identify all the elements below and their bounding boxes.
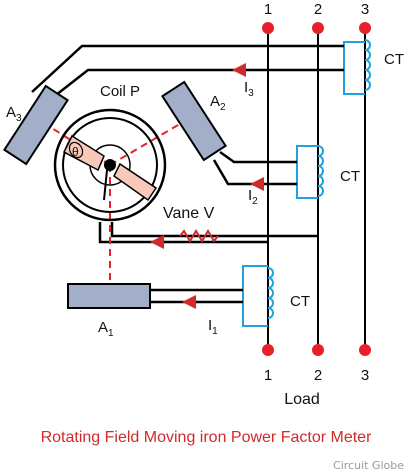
terminal-top-3 [359,22,371,34]
ct-top-label: CT [384,51,404,68]
coil-p-label: Coil P [100,83,140,100]
terminal-top-label-3: 3 [361,1,369,18]
moving-system: θ [53,108,167,222]
coil-p-outer [53,108,167,222]
coil-a1: A1 [67,283,151,339]
theta-marker [68,141,84,159]
coil-p-inner [62,117,158,213]
ct-bottom-core [242,265,268,327]
ct-middle-core [296,145,318,199]
axis-a2 [109,117,191,166]
coil-a3-label: A3 [6,104,22,124]
coil-a2-body [161,80,227,162]
terminal-bottom-label-2: 2 [314,367,322,384]
wire-a2-lower [212,159,297,186]
load-label: Load [284,391,320,408]
theta-label: θ [72,145,79,159]
coil-a3: A3 [3,84,69,166]
terminal-top-1 [262,22,274,34]
arrow-pressure [150,235,164,249]
vane-left [63,134,105,172]
coil-a1-label: A1 [98,319,114,339]
vane-v-label: Vane V [163,205,215,222]
current-i1-label: I1 [208,317,218,337]
coil-a2: A2 [161,80,227,162]
diagram-title: Rotating Field Moving iron Power Factor … [41,429,372,446]
vane-pivot [104,159,116,171]
terminal-top-label-1: 1 [264,1,272,18]
supply-lines [267,28,366,350]
vane-right [113,162,158,202]
terminal-bottom-3 [359,344,371,356]
coil-a3-body [3,84,69,166]
wire-a3-outer [31,44,344,93]
arrow-i1 [182,295,196,309]
terminal-top-label-2: 2 [314,1,322,18]
wire-pressure-a [98,222,268,244]
terminal-bottom-1 [262,344,274,356]
current-arrows [150,63,264,309]
terminal-top-2 [312,22,324,34]
arrow-i3 [232,63,246,77]
wire-a3-inner [55,68,344,96]
current-i2-label: I2 [248,187,258,207]
ct-bottom-label: CT [290,293,310,310]
terminal-bottom-label-3: 3 [361,367,369,384]
ct-top-core [343,41,365,95]
coil-a2-label: A2 [210,93,226,113]
coil-a1-body [67,283,151,309]
terminal-bottom-label-1: 1 [264,367,272,384]
resistor [179,229,219,243]
arrow-i2 [250,177,264,191]
connection-wires [31,44,344,304]
watermark: Circuit Globe [333,459,404,472]
ct-middle: CT [296,145,360,199]
ct-bottom: CT [242,265,310,327]
ct-middle-label: CT [340,168,360,185]
ct-bottom-winding [267,267,274,319]
ct-top-winding [364,39,371,91]
current-i3-label: I3 [244,79,254,99]
terminal-bottom-2 [312,344,324,356]
wire-pressure-b [110,222,318,238]
terminal-dots [262,22,371,356]
ct-middle-winding [317,145,324,197]
wire-a2-upper [219,150,297,164]
ct-top: CT [343,39,404,95]
